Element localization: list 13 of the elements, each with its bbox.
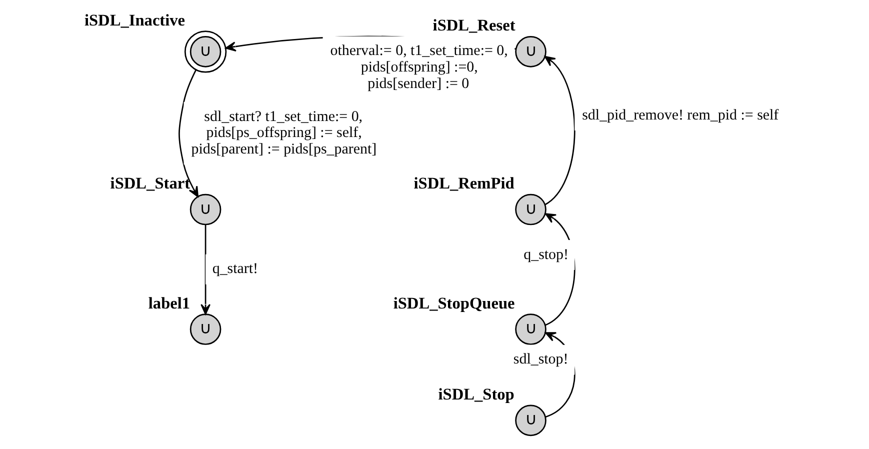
- node-label: iSDL_Start: [110, 174, 190, 193]
- node-label: iSDL_Reset: [432, 16, 515, 35]
- edge-label: q_stop!: [523, 246, 568, 263]
- edge-label: sdl_pid_remove! rem_pid := self: [582, 107, 778, 124]
- edge-label: sdl_start? t1_set_time:= 0, pids[ps_offspring] := self, pids[parent] := pids[ps_parent]: [190, 108, 376, 158]
- node-label: iSDL_Stop: [438, 384, 514, 404]
- node-label: iSDL_Inactive: [84, 10, 185, 30]
- edge-label: otherval:= 0, t1_set_time:= 0, pids[offspring] :=0, pids[sender] := 0: [330, 43, 508, 92]
- edge-label: q_start!: [212, 261, 258, 278]
- edge-label: sdl_stop!: [512, 352, 568, 368]
- node-label: iSDL_RemPid: [413, 174, 514, 193]
- node-label: label1: [148, 293, 190, 312]
- node-label: iSDL_StopQueue: [392, 293, 514, 312]
